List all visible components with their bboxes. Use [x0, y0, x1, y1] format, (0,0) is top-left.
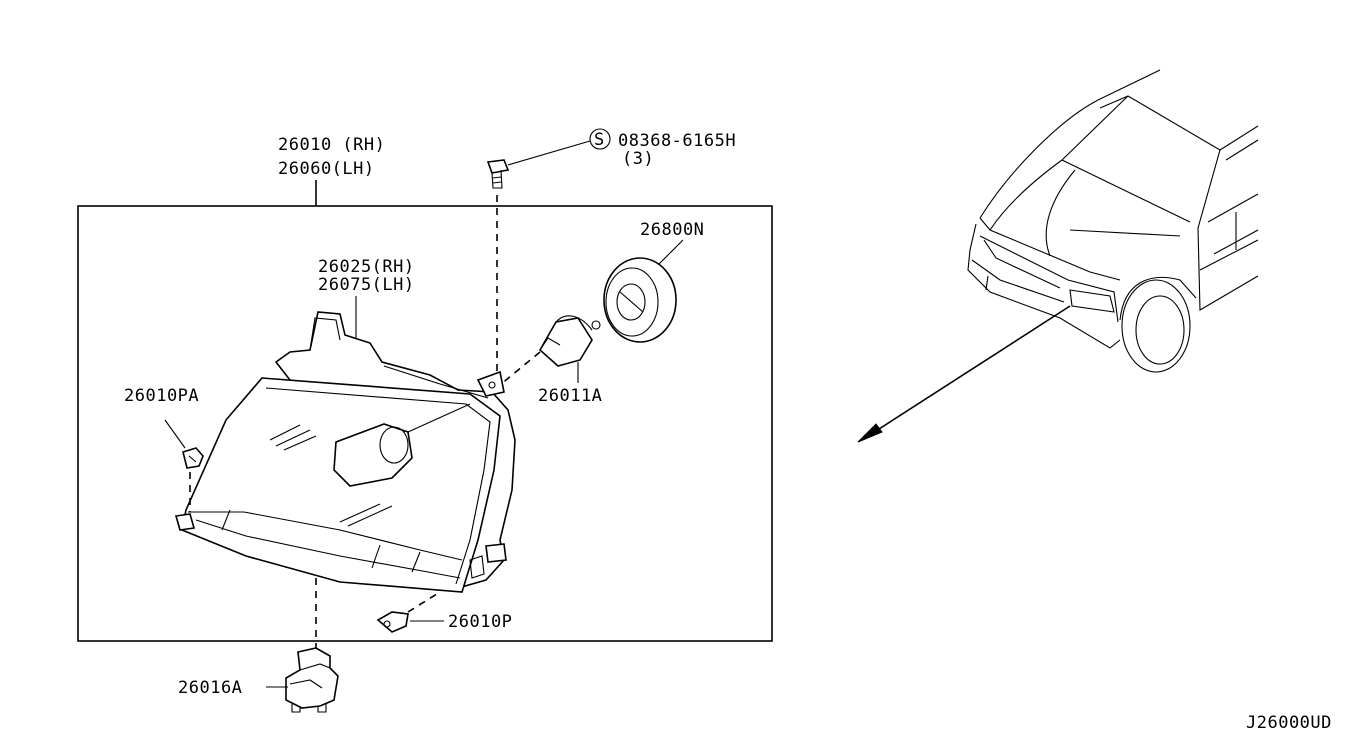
- label-bracket: 26016A: [178, 678, 242, 698]
- clip-pa-icon: [182, 447, 204, 512]
- label-bolt-part: 08368-6165H: [618, 131, 736, 151]
- bulb-cover-icon: [603, 257, 677, 343]
- label-clip-p: 26010P: [448, 612, 512, 632]
- label-headlamp-lh: 26060(LH): [278, 159, 375, 179]
- figure-code: J26000UD: [1246, 713, 1332, 733]
- special-part-icon: [589, 128, 611, 150]
- label-headlamp-rh: 26010 (RH): [278, 135, 385, 155]
- bolt-callout: S 08368-6165H (3): [507, 128, 736, 169]
- assembly-frame: [77, 205, 773, 642]
- label-bulb: 26011A: [538, 386, 602, 406]
- clip-p-icon: [376, 591, 441, 633]
- label-bolt-qty: (3): [622, 149, 654, 169]
- bracket-icon: [285, 647, 339, 713]
- label-bulb-cover: 26800N: [640, 220, 704, 240]
- bolt-icon: [486, 159, 510, 380]
- headlamp-assembly-icon: [174, 311, 516, 593]
- label-housing-rh: 26025(RH): [318, 257, 415, 277]
- special-part-symbol: S: [594, 130, 605, 150]
- label-housing-lh: 26075(LH): [318, 275, 415, 295]
- bulb-icon: [499, 315, 601, 386]
- label-clip-pa: 26010PA: [124, 386, 199, 406]
- vehicle-location-icon: [857, 69, 1259, 443]
